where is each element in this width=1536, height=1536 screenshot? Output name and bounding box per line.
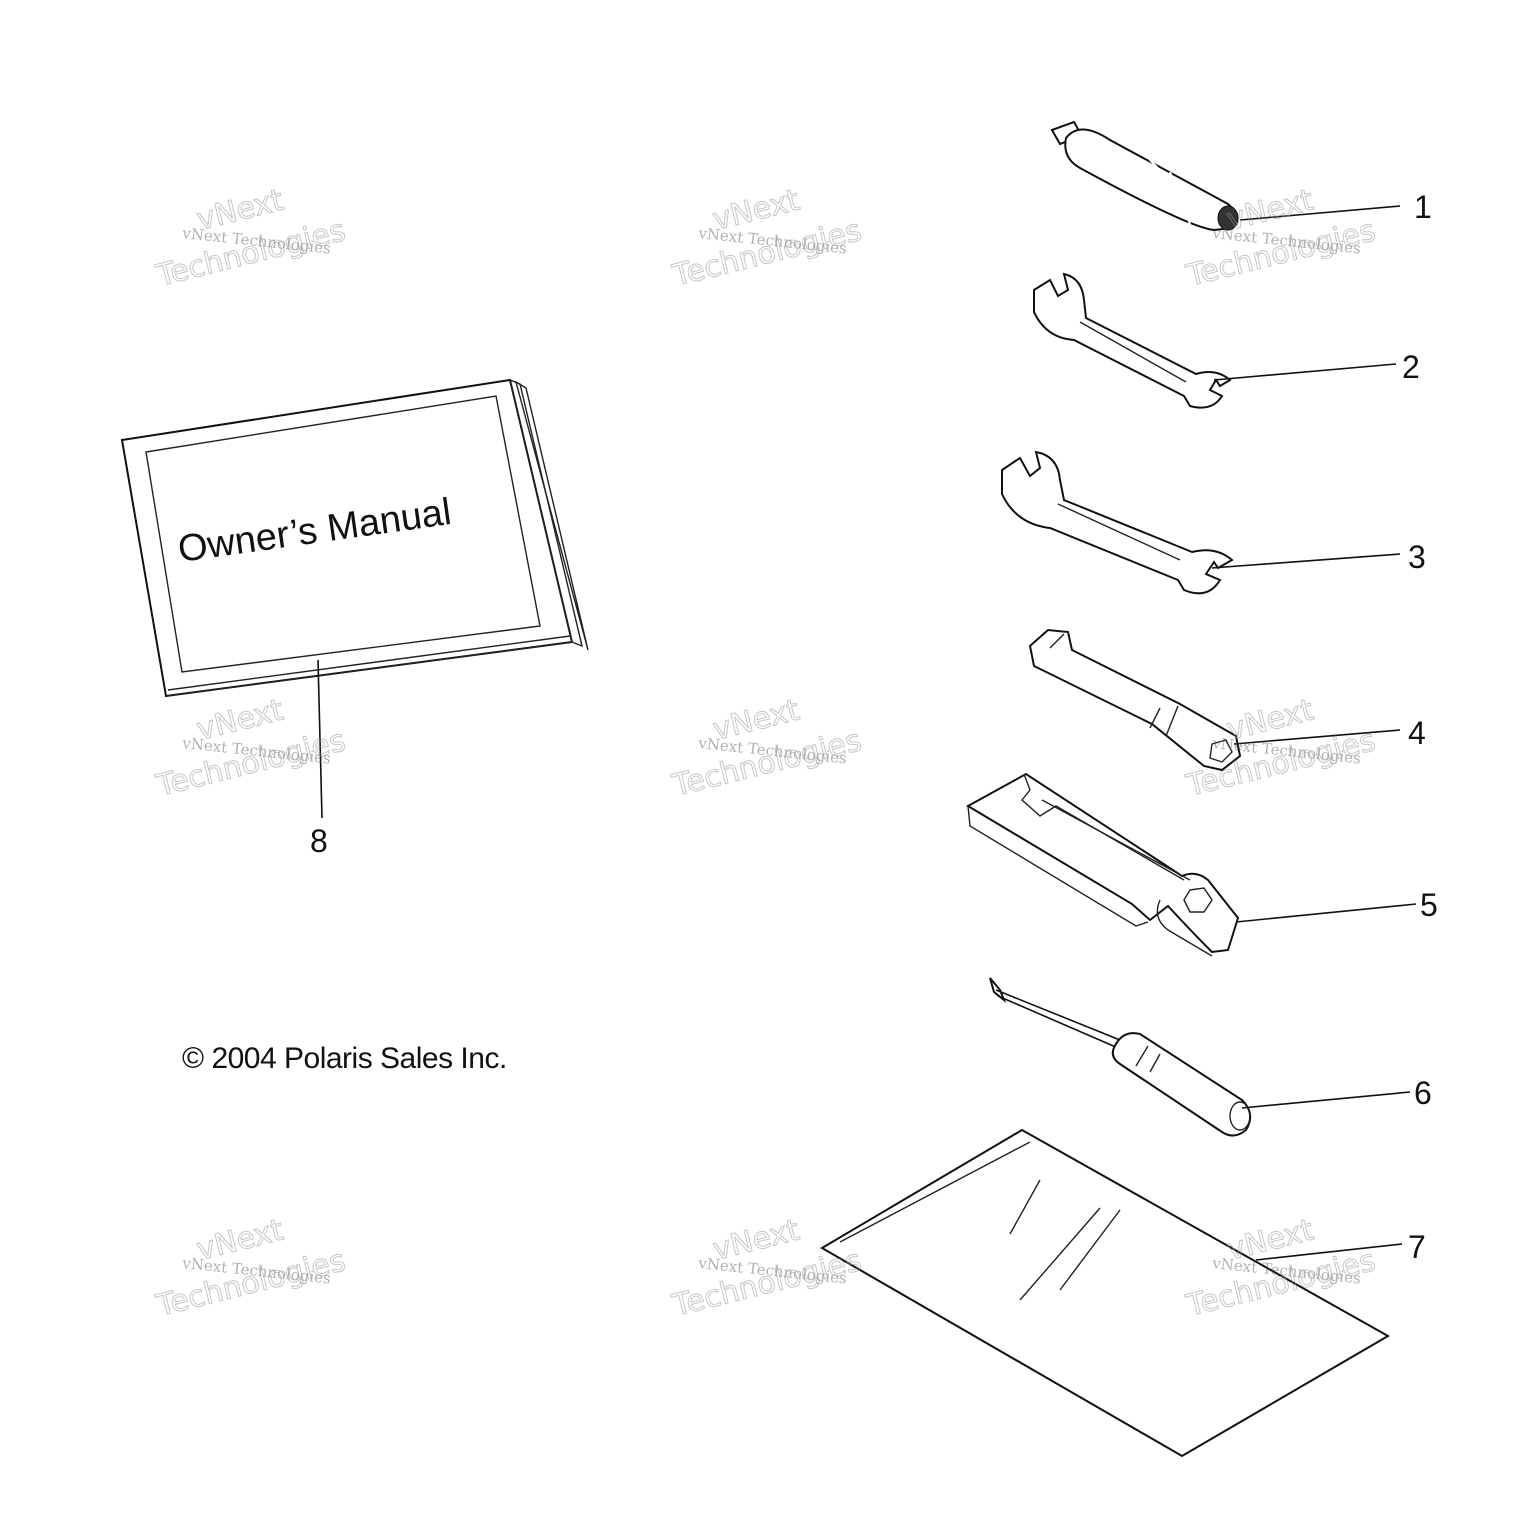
callout-5: 5 (1420, 887, 1438, 923)
watermark: vNext Technologies vNext Technologies (152, 182, 349, 294)
callout-6: 6 (1414, 1075, 1432, 1111)
leader-6 (1241, 1091, 1411, 1109)
socket-wrench-icon (1028, 628, 1242, 772)
callout-8: 8 (310, 823, 328, 859)
plastic-bag-icon (820, 1128, 1391, 1458)
callout-1: 1 (1414, 189, 1432, 225)
leader-5 (1235, 903, 1417, 923)
copyright-notice: © 2004 Polaris Sales Inc. (182, 1042, 507, 1075)
callout-numbers: 1 2 3 4 5 6 7 8 (310, 189, 1438, 1265)
leader-8 (317, 659, 323, 819)
leader-1 (1239, 205, 1401, 221)
leader-2 (1213, 363, 1397, 381)
leader-7 (1255, 1243, 1403, 1261)
watermark: vNext Technologies vNext Technologies (1182, 692, 1379, 804)
owners-manual-book: Owner’s Manual (120, 378, 589, 698)
watermark: vNext Technologies vNext Technologies (668, 692, 865, 804)
wrench-small-icon (1033, 272, 1232, 409)
callout-7: 7 (1408, 1229, 1426, 1265)
screwdriver-icon (989, 977, 1252, 1137)
watermark: vNext Technologies vNext Technologies (668, 1212, 865, 1324)
tool-part-1-icon (1050, 120, 1239, 232)
leader-lines (317, 205, 1417, 1261)
tool-holder-bracket-icon (965, 772, 1240, 957)
callout-2: 2 (1402, 349, 1420, 385)
callout-3: 3 (1408, 539, 1426, 575)
watermark: vNext Technologies vNext Technologies (668, 182, 865, 294)
leader-3 (1211, 553, 1401, 569)
watermark: vNext Technologies vNext Technologies (152, 1212, 349, 1324)
callout-4: 4 (1408, 715, 1426, 751)
leader-4 (1233, 729, 1401, 745)
wrench-medium-icon (1001, 450, 1234, 595)
